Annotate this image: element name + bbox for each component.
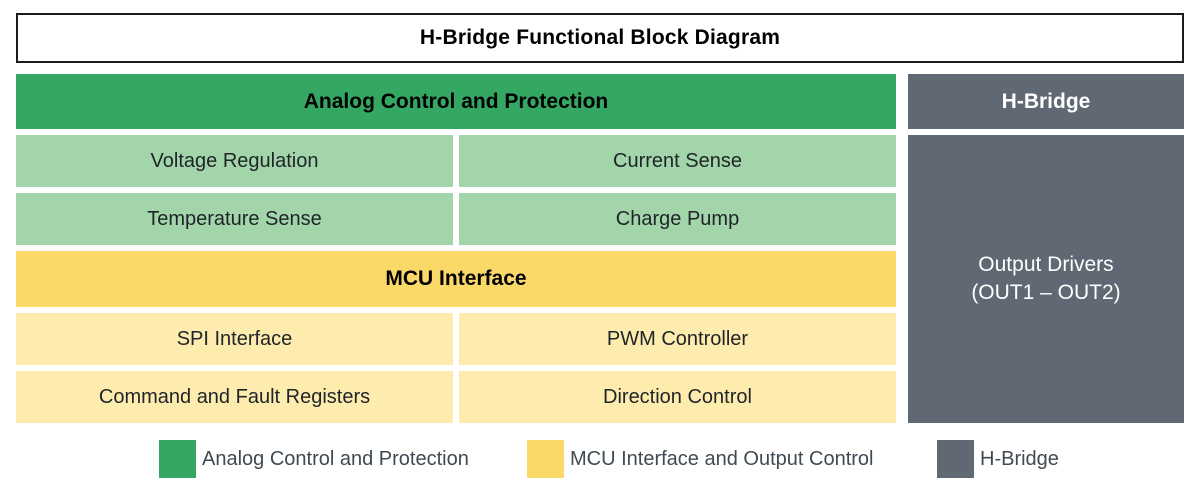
legend-label-hbridge: H-Bridge [980, 447, 1059, 470]
cell-current-sense: Current Sense [459, 135, 896, 187]
legend-swatch-yellow-icon [527, 440, 564, 478]
legend-swatch-green-icon [159, 440, 196, 478]
output-drivers-block: Output Drivers (OUT1 – OUT2) [908, 135, 1184, 423]
h-bridge-header: H-Bridge [908, 74, 1184, 129]
cell-temperature-sense: Temperature Sense [16, 193, 453, 245]
cell-command-fault-registers: Command and Fault Registers [16, 371, 453, 423]
cell-charge-pump: Charge Pump [459, 193, 896, 245]
cell-direction-control: Direction Control [459, 371, 896, 423]
cell-spi-interface: SPI Interface [16, 313, 453, 365]
analog-control-header: Analog Control and Protection [16, 74, 896, 129]
output-drivers-line2: (OUT1 – OUT2) [971, 281, 1121, 304]
diagram-title: H-Bridge Functional Block Diagram [16, 13, 1184, 63]
legend-label-analog: Analog Control and Protection [202, 447, 469, 470]
mcu-interface-header: MCU Interface [16, 251, 896, 307]
legend-item-hbridge: H-Bridge [937, 440, 1059, 478]
output-drivers-label: Output Drivers (OUT1 – OUT2) [971, 251, 1120, 306]
legend-swatch-gray-icon [937, 440, 974, 478]
legend-item-analog: Analog Control and Protection [159, 440, 469, 478]
output-drivers-line1: Output Drivers [978, 253, 1114, 277]
cell-voltage-regulation: Voltage Regulation [16, 135, 453, 187]
legend-item-mcu: MCU Interface and Output Control [527, 440, 873, 478]
legend-label-mcu: MCU Interface and Output Control [570, 447, 874, 470]
cell-pwm-controller: PWM Controller [459, 313, 896, 365]
